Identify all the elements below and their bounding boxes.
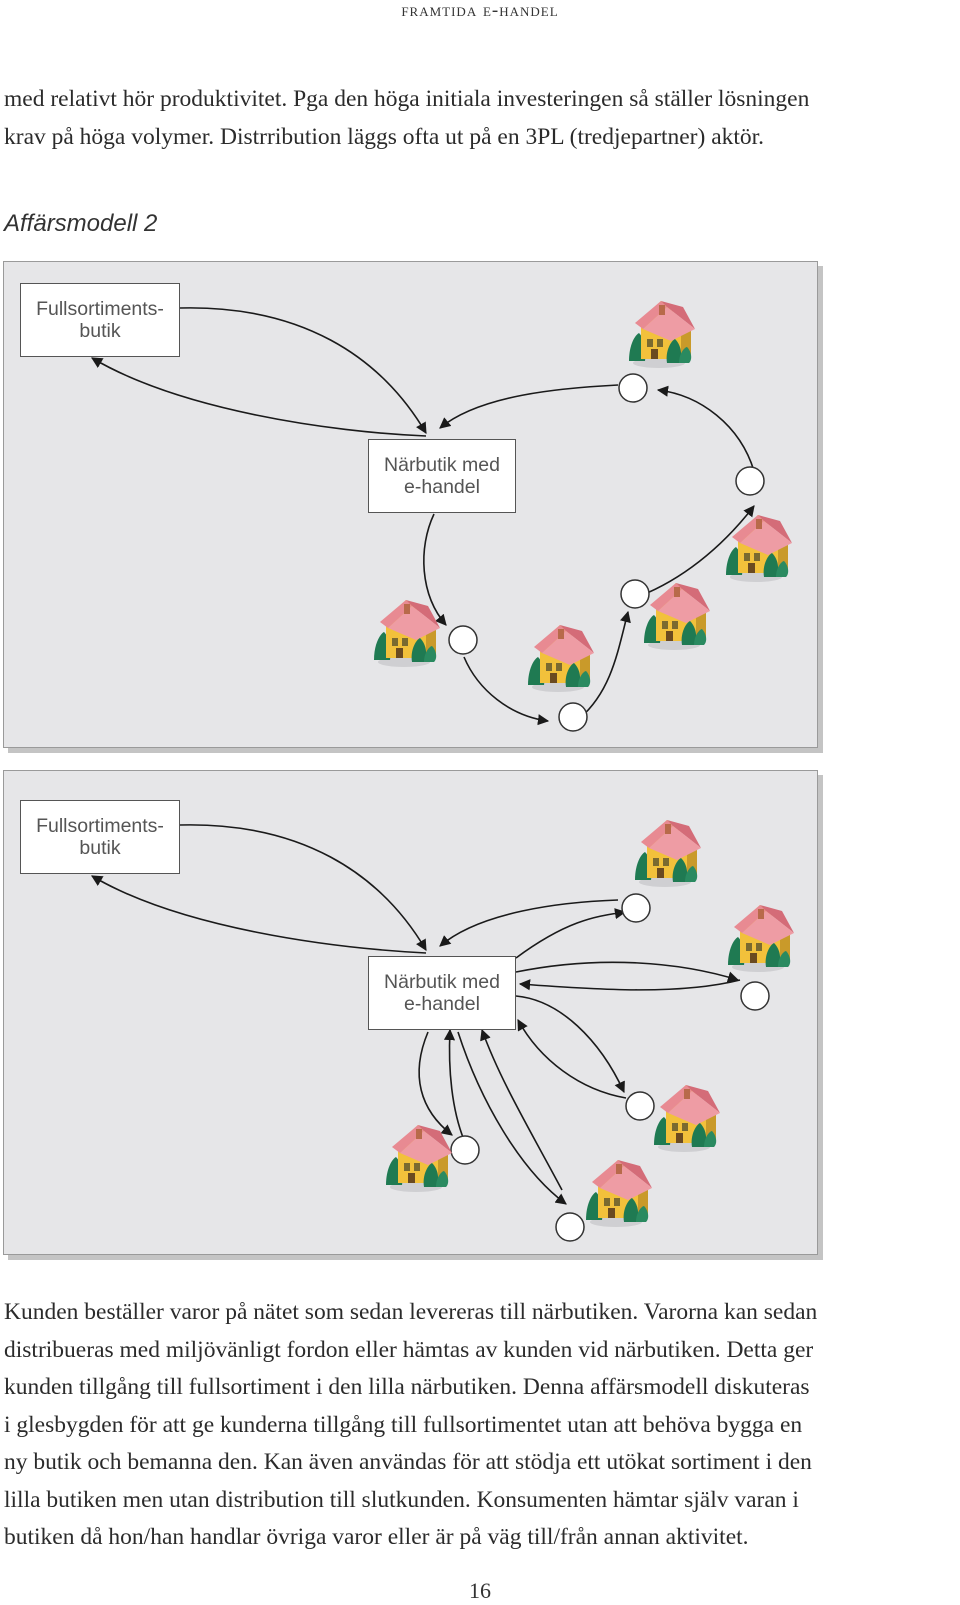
box-label-line: Fullsortiments-: [36, 298, 164, 320]
body-line: distribueras med miljövänligt fordon ell…: [4, 1336, 814, 1363]
full-assortment-store-box: Fullsortiments- butik: [20, 283, 180, 357]
box-label-line: e-handel: [404, 993, 480, 1015]
top-panel-arrows: [91, 307, 755, 726]
local-store-box: Närbutik med e-handel: [368, 439, 516, 513]
body-line: lilla butiken men utan distribution till…: [4, 1486, 799, 1513]
bottom-panel-stops: [450, 893, 770, 1242]
body-line: butiken då hon/han handlar övriga varor …: [4, 1524, 749, 1550]
business-model-diagram: [91, 301, 794, 1242]
box-label-line: Fullsortiments-: [36, 815, 164, 837]
top-panel-stops: [448, 373, 765, 732]
bottom-panel-arrows: [91, 824, 741, 1205]
full-assortment-store-box: Fullsortiments- butik: [20, 800, 180, 874]
page-number: 16: [469, 1578, 491, 1603]
running-header: framtida e-handel: [401, 0, 559, 21]
intro-paragraph: med relativt hör produktivitet. Pga den …: [4, 81, 956, 156]
intro-line: med relativt hör produktivitet. Pga den …: [4, 86, 810, 112]
body-line: i glesbygden för att ge kunderna tillgån…: [4, 1411, 803, 1438]
body-line: ny butik och bemanna den. Kan även använ…: [4, 1449, 812, 1475]
figure-title: Affärsmodell 2: [4, 210, 158, 237]
local-store-box: Närbutik med e-handel: [368, 956, 516, 1030]
box-label-line: e-handel: [404, 476, 480, 498]
box-label-line: Närbutik med: [384, 454, 500, 476]
intro-line: krav på höga volymer. Distrribution lägg…: [4, 123, 765, 150]
body-line: Kunden beställer varor på nätet som seda…: [4, 1299, 818, 1325]
body-line: kunden tillgång till fullsortiment i den…: [4, 1374, 810, 1400]
box-label-line: Närbutik med: [384, 971, 500, 993]
body-paragraph: Kunden beställer varor på nätet som seda…: [4, 1294, 956, 1557]
box-label-line: butik: [79, 320, 121, 342]
box-label-line: butik: [79, 837, 121, 859]
